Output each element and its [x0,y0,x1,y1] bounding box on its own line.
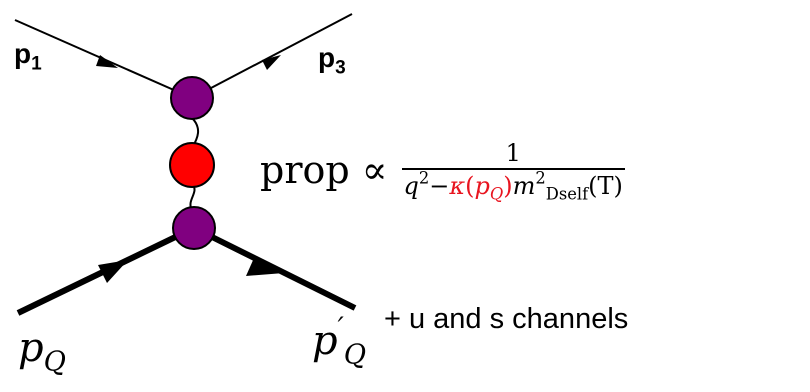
proportional-symbol: ∝ [361,148,388,192]
outgoing-line-pQprime [192,225,357,311]
label-pQ: pQ [18,325,66,378]
self-energy-blob [169,142,215,188]
fraction-denominator: q2−κ(pQ)m2Dself(T) [403,168,623,204]
u-s-channels-note: + u and s channels [384,303,629,335]
prop-word: prop [260,148,350,192]
outgoing-line-p3 [191,13,353,99]
kappa-term: κ(pQ) [449,172,513,204]
arrow-pQprime [246,258,284,276]
propagator-formula: prop ∝ 1 q2−κ(pQ)m2Dself(T) [260,138,625,202]
label-pQprime: p′Q [312,312,367,371]
fraction: 1 q2−κ(pQ)m2Dself(T) [401,138,625,204]
upper-vertex [170,76,214,120]
arrow-pQ [98,260,128,283]
label-p3: p3 [318,42,346,79]
arrow-p3 [262,55,281,70]
lower-vertex [172,206,216,250]
arrow-p1 [96,55,118,68]
fraction-numerator: 1 [505,139,521,167]
fraction-bar [401,168,625,170]
prop-proportional-text: prop ∝ [260,148,388,192]
label-p1: p1 [14,38,42,75]
